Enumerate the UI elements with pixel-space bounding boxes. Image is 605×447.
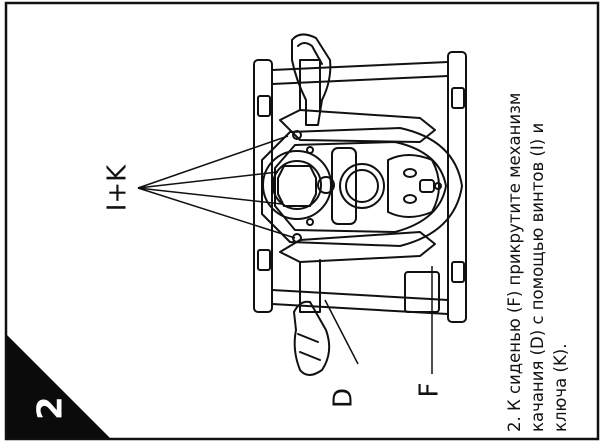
tilt-mechanism <box>261 127 463 247</box>
seat-frame <box>253 51 467 323</box>
caption-line-2: качания (D) с помощью винтов (I) и <box>528 123 547 432</box>
callout-lines <box>137 135 433 374</box>
callout-line-mechanism <box>324 299 359 365</box>
caption-line-3: ключа (K). <box>551 344 570 432</box>
caption-line-1: 2. К сиденью (F) прикрутите механизм <box>505 93 524 432</box>
label-seat: F <box>415 383 445 398</box>
gas-lift-socket <box>262 150 335 220</box>
callout-line-screw-3 <box>137 171 279 189</box>
label-mechanism: D <box>329 388 359 408</box>
callout-line-screw-1 <box>137 135 289 189</box>
lower-handle <box>293 300 331 376</box>
mounting-arms <box>279 59 436 313</box>
step-number: 2 <box>31 396 71 420</box>
mounting-plate <box>387 154 442 218</box>
page-border <box>4 1 600 441</box>
upper-handle <box>291 33 332 126</box>
chair-seat-drawing <box>253 33 467 376</box>
step-badge <box>7 335 110 438</box>
callout-line-screw-2 <box>137 187 296 239</box>
callout-line-screw-4 <box>137 187 283 205</box>
screws <box>292 130 314 243</box>
tension-knob <box>339 163 385 209</box>
label-fasteners: I+K <box>103 164 133 211</box>
instruction-caption: 2. К сиденью (F) прикрутите механизм кач… <box>505 93 570 432</box>
